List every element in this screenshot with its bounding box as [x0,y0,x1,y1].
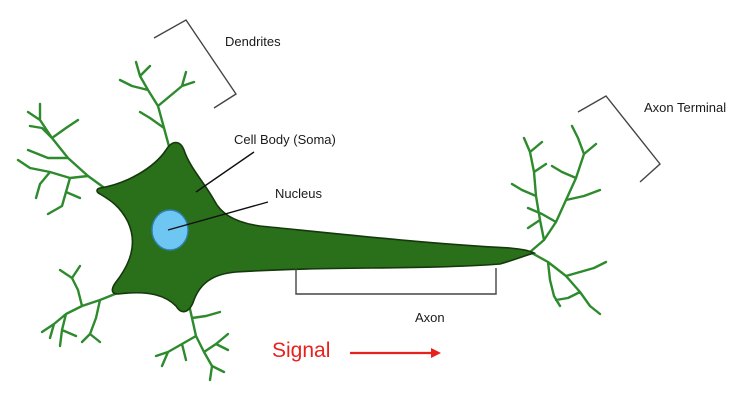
dendrites-bracket [154,20,236,108]
signal-label: Signal [272,339,330,363]
dendrites [18,62,606,380]
dendrite-upper-left [18,104,110,214]
dendrite-lower-left [42,266,120,346]
dendrites-label: Dendrites [225,34,281,49]
axon-label: Axon [415,310,445,325]
axon-terminal-label: Axon Terminal [644,100,726,115]
cell-body-leader-line [196,152,254,192]
dendrite-upper [120,62,194,150]
dendrite-lower [156,300,228,380]
axon-bracket [296,268,496,294]
nucleus-label: Nucleus [275,186,322,201]
cell-body-label: Cell Body (Soma) [234,132,336,147]
axon-terminal-branches [512,126,606,314]
